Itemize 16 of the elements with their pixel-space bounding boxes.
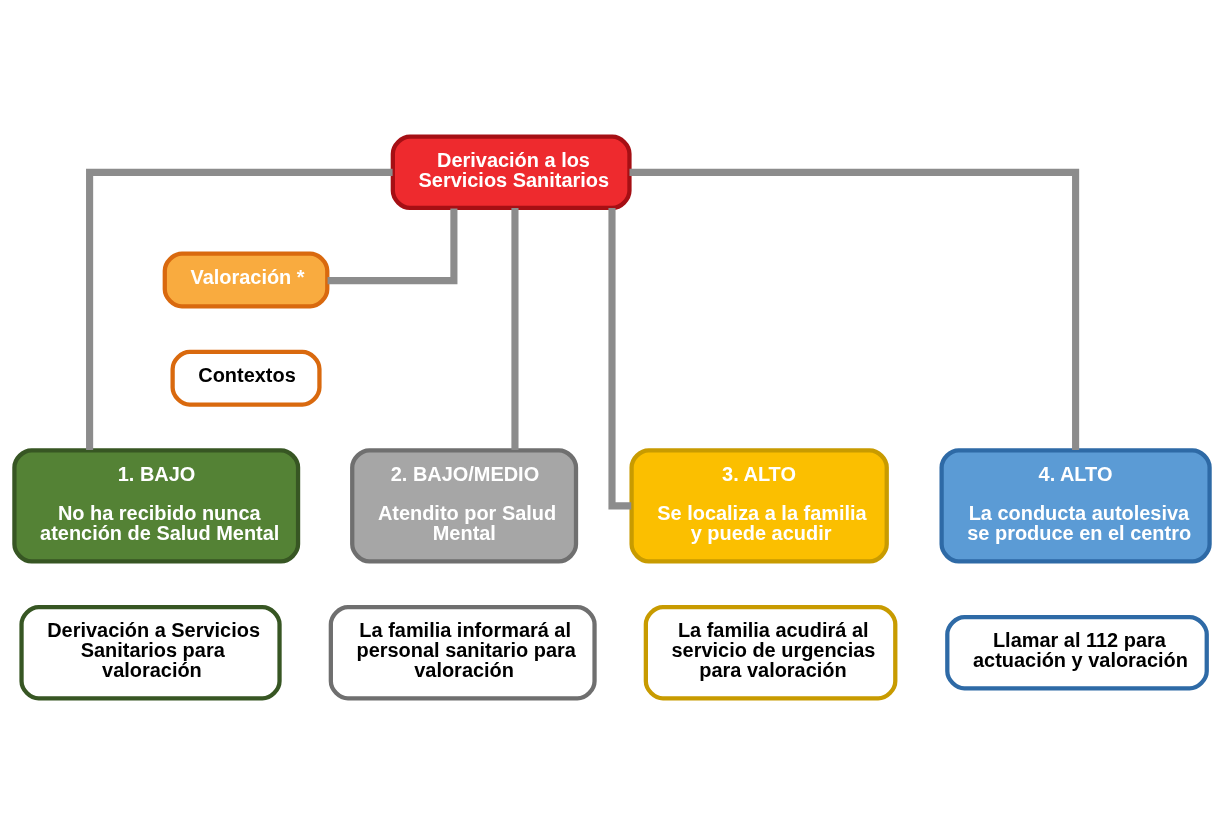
connector [629,168,1080,450]
connector [327,207,458,284]
connector [608,207,632,509]
node-box: Contextos [170,349,322,407]
node-box: Derivación a los Servicios Sanitarios [390,134,632,210]
node-box: La familia informará al personal sanitario para valoración [328,604,597,700]
connector [511,207,519,450]
connector [86,168,393,450]
node-box: 4. ALTO La conducta autolesiva se produce en el centro [939,447,1212,564]
node-box: 2. BAJO/MEDIO Atendito por Salud Mental [350,447,579,564]
node-box: La familia acudirá al servicio de urgencias para valoración [643,604,898,700]
node-box: 1. BAJO No ha recibido nunca atención de Salud Mental [12,447,301,564]
node-box: Derivación a Servicios Sanitarios para valoración [19,604,282,700]
node-box: Llamar al 112 para actuación y valoración [945,614,1209,690]
node-box: 3. ALTO Se localiza a la familia y puede acudir [629,447,889,564]
node-box: Valoración * [162,250,330,308]
